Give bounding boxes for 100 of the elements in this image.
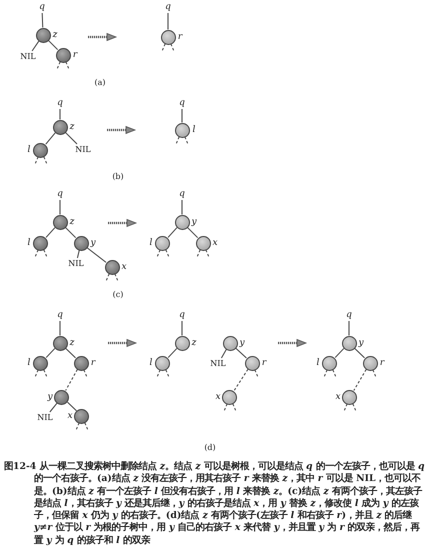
- node-label: q: [39, 2, 45, 12]
- tree-edge: [168, 348, 178, 358]
- subtree-stub: [83, 369, 88, 378]
- node-label: NIL: [68, 259, 84, 269]
- subtree-stub: [156, 369, 161, 378]
- node-label: z: [192, 338, 196, 348]
- subtree-stub: [254, 369, 258, 378]
- node-label: r: [90, 358, 96, 368]
- tree-edge: [186, 226, 198, 238]
- node-label: q: [57, 310, 63, 320]
- tree-edge: [46, 227, 56, 238]
- node-label: l: [192, 125, 196, 135]
- node-label: l: [28, 238, 30, 248]
- node-label: x: [212, 238, 218, 248]
- node-label: r: [72, 50, 78, 60]
- subtree-stub: [232, 403, 236, 412]
- node-label: q: [179, 98, 185, 108]
- tree-edge: [66, 402, 78, 412]
- subtree-stub: [43, 369, 48, 378]
- node-label: y: [90, 238, 96, 248]
- subtree-stub: [176, 136, 180, 144]
- subtree-stub: [170, 43, 174, 52]
- caption: 图12-4 从一棵二叉搜索树中删除结点 z。结点 z 可以是树根，可以是结点 q 的一个左孩子，也可以是 q 的一个右孩子。(a)结点 z 没有左孩子，用其右孩子 r 来替换 z，其中 r 可以是 NIL，也可以不是。(b)结点 z 有一个左孩子 l 但没有右孩子，用 l 来替换 z。(c)结点 z 有两个孩子，其左孩子是结点 l，其右孩子 y 还是其后继，y 的右孩子是结点 x，用 y 替换 z，修改使 l 成为 y 的左孩子，但保留 x 仍为 y 的右孩子。(d)结点 z 有两个孩子(左孩子 l 和右孩子 r)，并且 z 的后继 y≠r 位于以 r 为根的子树中，用 y 自己的右孩子 x 来代替 y，并且置 y 为 r 的双亲，然后，再置 y 为 q 的孩子和 l 的双亲: [4, 461, 426, 548]
- node-label: r: [380, 358, 384, 368]
- tree-edge: [32, 40, 40, 52]
- node-label: y: [358, 338, 364, 348]
- node-label: z: [52, 30, 58, 40]
- tree-edge: [42, 12, 44, 28]
- node-label: y: [191, 217, 197, 227]
- node-label: q: [57, 98, 63, 108]
- subtree-stub: [114, 273, 118, 282]
- tree-edge: [220, 349, 227, 358]
- subtree-stub: [165, 369, 170, 378]
- node-label: y: [239, 338, 245, 348]
- subtree-stub: [205, 249, 210, 258]
- tree-edge: [354, 348, 366, 358]
- tree-edge: [234, 368, 248, 392]
- node-label: l: [316, 358, 320, 368]
- node-label: NIL: [20, 52, 36, 62]
- subtree-stub: [162, 43, 166, 52]
- node-label: q: [346, 310, 352, 320]
- tree-edge: [76, 250, 80, 258]
- subtree-stub: [344, 403, 348, 412]
- subtree-stub: [34, 249, 39, 258]
- panel-label: (c): [112, 290, 124, 300]
- node-label: q: [179, 310, 185, 320]
- subtree-stub: [324, 369, 328, 378]
- tree-edge: [46, 348, 56, 358]
- node-label: q: [165, 2, 171, 12]
- tree-edge: [86, 247, 107, 263]
- subtree-stub: [156, 249, 161, 258]
- panel-label: (d): [204, 443, 216, 453]
- subtree-stub: [43, 156, 48, 164]
- tree-edge: [64, 132, 78, 144]
- subtree-stub: [332, 369, 336, 378]
- subtree-stub: [165, 249, 170, 258]
- node-label: x: [335, 392, 341, 402]
- node-label: q: [179, 189, 185, 199]
- tree-edge: [168, 227, 178, 238]
- subtree-stub: [43, 249, 48, 258]
- subtree-stub: [34, 156, 39, 164]
- node-label: x: [121, 262, 127, 272]
- subtree-stub: [196, 249, 201, 258]
- node-label: l: [150, 238, 152, 248]
- tree-edge: [64, 348, 76, 358]
- subtree-stub: [106, 273, 110, 282]
- subtree-stub: [84, 422, 88, 430]
- node-label: l: [150, 358, 152, 368]
- subtree-stub: [56, 61, 61, 70]
- panel-label: (b): [112, 172, 124, 182]
- node-label: q: [57, 189, 63, 199]
- tree-edge: [64, 226, 76, 238]
- subtree-stub: [76, 422, 80, 430]
- panel-label: (a): [94, 78, 106, 88]
- tree-edge: [334, 348, 344, 358]
- tree-edge: [45, 132, 56, 145]
- node-label: NIL: [37, 413, 53, 423]
- tree-edge: [235, 348, 247, 358]
- node-label: z: [70, 122, 74, 132]
- node-label: z: [70, 217, 74, 227]
- tree-edge: [348, 320, 350, 336]
- node-label: y: [47, 392, 53, 402]
- node-label: r: [178, 32, 182, 42]
- tree-edge: [49, 402, 58, 412]
- node-label: r: [262, 358, 266, 368]
- subtree-stub: [65, 61, 70, 70]
- node-label: l: [28, 145, 30, 155]
- subtree-stub: [184, 136, 188, 144]
- subtree-stub: [372, 369, 376, 378]
- subtree-stub: [34, 369, 39, 378]
- tree-edge: [48, 40, 58, 50]
- tree-edge: [353, 368, 367, 392]
- node-label: l: [28, 358, 30, 368]
- node-label: NIL: [75, 145, 91, 155]
- tree-edge: [65, 369, 78, 391]
- node-label: z: [70, 338, 74, 348]
- subtree-stub: [224, 403, 228, 412]
- node-label: x: [215, 392, 221, 402]
- node-label: x: [67, 411, 73, 421]
- node-label: NIL: [210, 359, 226, 369]
